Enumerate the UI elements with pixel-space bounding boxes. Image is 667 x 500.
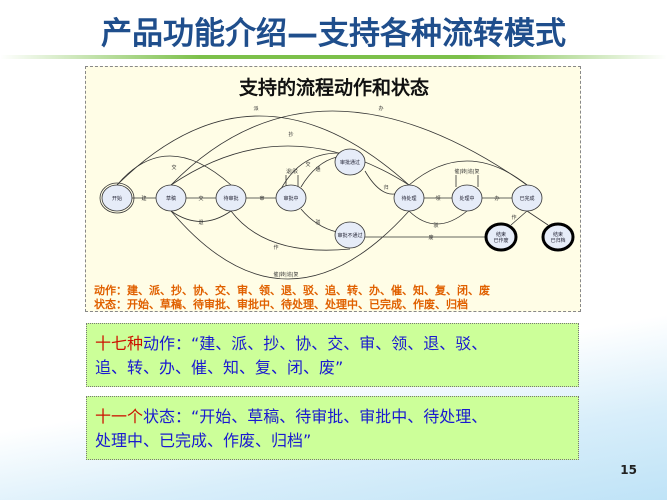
edge-label: 交 <box>305 161 310 168</box>
state-node <box>393 184 425 212</box>
state-node <box>541 222 575 252</box>
state-node <box>275 184 307 212</box>
edge-4 <box>300 208 338 233</box>
diagram-title: 支持的流程动作和状态 <box>238 77 429 99</box>
state-node <box>451 184 483 212</box>
states-text-line2: 处理中、已完成、作废、归档” <box>95 431 312 450</box>
legend-states: 状态：开始、草稿、待审批、审批中、待处理、处理中、已完成、作废、归档 <box>94 298 468 311</box>
edge-label: 作 <box>511 214 516 221</box>
state-node-label: 待处理 <box>401 195 416 202</box>
edge-label: 退 <box>198 219 203 226</box>
edge-label: 驳 <box>433 222 438 229</box>
edge-label: 通 <box>315 166 320 173</box>
edge-label: 派 <box>253 106 258 112</box>
actions-text: 动作：“建、派、抄、协、交、审、领、退、驳、 <box>143 334 488 353</box>
state-node-label: 结束 <box>553 231 563 238</box>
edge-8 <box>170 145 410 186</box>
state-node-label: 已作废 <box>493 237 508 244</box>
edge-17 <box>408 210 468 225</box>
state-node <box>215 184 247 212</box>
edge-label: 作 <box>273 244 278 251</box>
edge-label: 办 <box>378 105 383 112</box>
edge-label: 交 <box>171 164 176 171</box>
state-node-label: 审批中 <box>283 195 298 202</box>
state-node-label: 草稿 <box>166 195 176 202</box>
edge-19 <box>170 210 410 280</box>
states-count: 十一个 <box>95 407 144 426</box>
state-node <box>334 221 366 249</box>
edge-9 <box>116 155 232 186</box>
edge-label: 催|转|追|复 <box>454 168 479 175</box>
actions-box: 十七种动作：“建、派、抄、协、交、审、领、退、驳、 追、转、办、催、知、复、闭、… <box>86 323 579 387</box>
state-node-label: 已完成 <box>519 195 534 202</box>
state-node-label: 结束 <box>496 231 506 238</box>
edge-22 <box>408 160 528 186</box>
edge-label: 催|转|追|复 <box>273 271 298 278</box>
workflow-diagram: 建交审通驳交派办抄交领办退作归催|转|追|复退|驳驳废催|转|追|复作开始草稿待… <box>85 66 581 312</box>
state-node <box>155 184 187 212</box>
state-node <box>511 184 543 212</box>
workflow-graph: 建交审通驳交派办抄交领办退作归催|转|追|复退|驳驳废催|转|追|复作开始草稿待… <box>99 105 575 280</box>
edge-6 <box>116 115 410 186</box>
state-node-label: 开始 <box>112 195 122 202</box>
edge-label: 退|驳 <box>286 168 298 175</box>
edge-label: 建 <box>141 195 146 202</box>
legend-actions: 动作：建、派、抄、协、交、审、领、退、驳、追、转、办、催、知、复、闭、废 <box>94 284 490 297</box>
state-node-label: 已归档 <box>550 237 565 244</box>
start-node-ring <box>99 182 135 214</box>
state-node-label: 待审批 <box>223 195 238 202</box>
edge-15 <box>455 175 479 187</box>
edge-16 <box>285 175 299 187</box>
edge-label: 审 <box>259 195 264 202</box>
slide-title: 产品功能介绍—支持各种流转模式 <box>101 16 566 52</box>
edge-label: 交 <box>198 195 203 202</box>
edge-20 <box>510 210 528 226</box>
edge-label: 领 <box>435 195 440 202</box>
edge-3 <box>300 156 338 188</box>
states-text: 状态：“开始、草稿、待审批、审批中、待处理、 <box>143 407 488 426</box>
actions-text-line2: 追、转、办、催、知、复、闭、废” <box>95 358 344 377</box>
state-node-label: 审批通过 <box>340 159 360 166</box>
edge-label: 抄 <box>288 131 293 138</box>
edge-label: 归 <box>383 184 388 191</box>
state-node-label: 处理中 <box>459 195 474 202</box>
edge-12 <box>170 210 232 222</box>
title-divider <box>0 55 667 59</box>
edge-13 <box>230 210 351 251</box>
states-box: 十一个状态：“开始、草稿、待审批、审批中、待处理、 处理中、已完成、作废、归档” <box>86 396 579 460</box>
edge-7 <box>170 110 528 186</box>
edge-5 <box>280 152 342 190</box>
state-node <box>334 148 366 176</box>
edge-label: 办 <box>494 195 499 202</box>
state-node-label: 审批不通过 <box>337 232 362 239</box>
actions-count: 十七种 <box>95 334 144 353</box>
page-number: 15 <box>620 463 637 477</box>
edge-21 <box>526 210 549 226</box>
edge-label: 废 <box>428 234 433 241</box>
state-node <box>101 184 133 212</box>
edge-label: 驳 <box>315 219 320 226</box>
state-node <box>484 222 518 252</box>
